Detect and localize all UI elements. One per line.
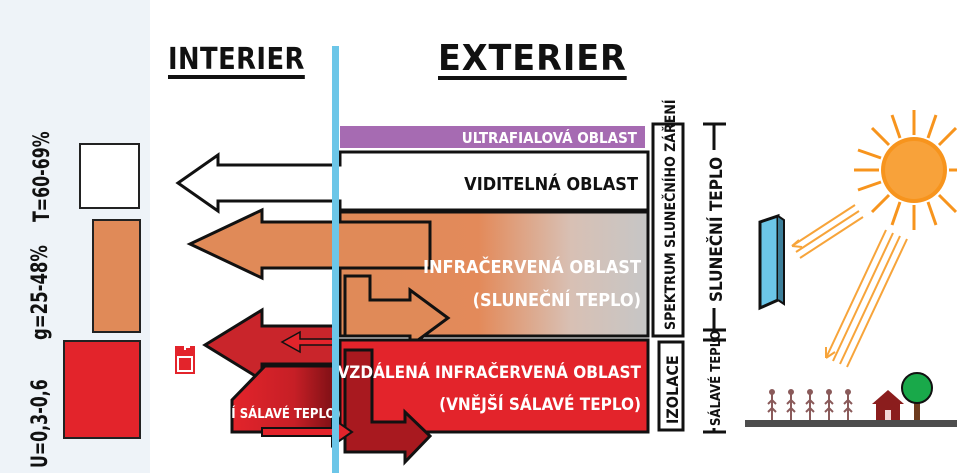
plants-icon (767, 389, 853, 420)
infrared-swatch (92, 219, 141, 333)
insulation-frame (657, 340, 685, 432)
spectrum-frame (651, 122, 685, 338)
far-infrared-block (338, 338, 650, 434)
inner-tiny-arrow (280, 330, 337, 354)
inner-arrow-top (202, 307, 338, 383)
tree-icon (901, 372, 933, 420)
far-infrared-label: VZDÁLENÁ INFRAČERVENÁ OBLAST (337, 361, 641, 383)
solar-heat-label: SLUNEČNÍ TEPLO (705, 157, 727, 302)
interior-header: INTERIER (168, 42, 305, 77)
outer-radiant-label: (VNĚJŠÍ SÁLAVÉ TEPLO) (439, 393, 641, 415)
visible-label: VIDITELNÁ OBLAST (464, 173, 638, 195)
glass-line (332, 46, 339, 473)
infrared-label-2: (SLUNEČNÍ TEPLO) (473, 289, 641, 311)
house-icon (872, 390, 904, 420)
ground (745, 420, 957, 427)
far-infrared-reflect-arrow (343, 348, 433, 466)
spectrum-label: SPEKTRUM SLUNEČNÍHO ZÁŘENÍ (661, 99, 679, 330)
heater-icon (173, 344, 197, 376)
inner-radiant-label: (VNITŘNÍ SÁLAVÉ TEPLO) (176, 406, 341, 422)
sun-icon (854, 110, 957, 230)
insulation-label: IZOLACE (663, 355, 682, 424)
visible-arrow (175, 150, 650, 214)
sun-rays (791, 204, 908, 368)
uv-label: ULTRAFIALOVÁ OBLAST (462, 128, 638, 147)
infrared-reflect-arrow (343, 274, 451, 349)
far-infrared-swatch (63, 340, 141, 439)
radiant-heat-bg (699, 342, 729, 428)
visible-swatch (79, 143, 140, 209)
radiant-heat-label: SÁLAVÉ TEPLO (708, 330, 724, 426)
infrared-label-1: INFRAČERVENÁ OBLAST (423, 256, 641, 278)
infrared-arrow (186, 207, 432, 281)
exterior-header: EXTERIER (438, 38, 627, 79)
uv-band (340, 126, 645, 148)
glass-pane-icon (758, 213, 785, 311)
solar-heat-bg (699, 150, 729, 308)
